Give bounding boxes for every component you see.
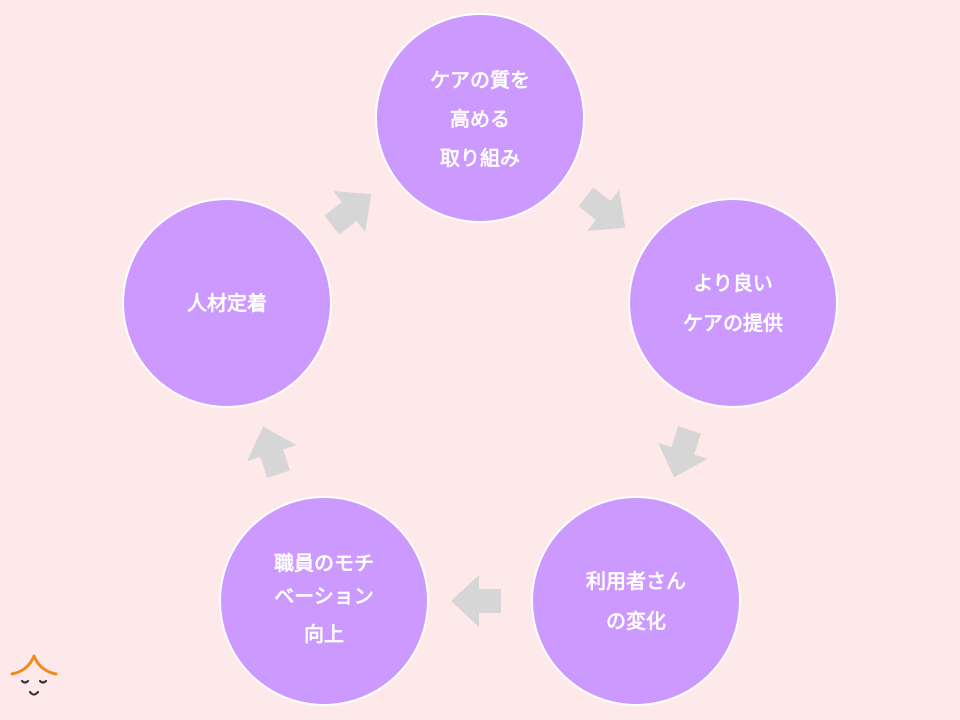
node-label: より良い: [693, 271, 773, 295]
node-label: 取り組み: [440, 146, 520, 170]
smiling-face-logo-icon: [10, 654, 58, 696]
logo-right-eye: [38, 679, 48, 684]
node-staff-retention: 人材定着: [122, 198, 332, 408]
node-label: の変化: [606, 609, 666, 633]
node-circle: [219, 496, 429, 706]
node-label: 高める: [450, 107, 510, 131]
arrow-quality-to-care: [578, 187, 626, 231]
cycle-arrows: [247, 187, 708, 627]
arrow-care-to-user: [658, 426, 708, 478]
node-user-change: 利用者さん の変化: [531, 496, 741, 706]
logo-smile: [28, 690, 40, 696]
node-label: ケアの提供: [683, 311, 783, 335]
node-label: 向上: [304, 622, 344, 646]
node-label: 利用者さん: [586, 569, 686, 593]
node-circle: [375, 13, 585, 223]
node-circle: [531, 496, 741, 706]
node-label: 人材定着: [187, 291, 267, 315]
arrow-user-to-staff: [451, 575, 501, 627]
logo-left-eye: [20, 679, 30, 684]
node-label: ベーション: [274, 584, 374, 608]
logo-head-stroke: [10, 654, 58, 676]
node-circle: [122, 198, 332, 408]
arrow-retention-to-quality: [324, 191, 372, 235]
node-quality-effort: ケアの質を 高める 取り組み: [375, 13, 585, 223]
node-staff-motivation: 職員のモチ ベーション 向上: [219, 496, 429, 706]
node-better-care: より良い ケアの提供: [628, 198, 838, 408]
node-label: ケアの質を: [430, 68, 530, 92]
node-circle: [628, 198, 838, 408]
arrow-staff-to-retention: [247, 426, 297, 478]
node-label: 職員のモチ: [274, 551, 374, 575]
